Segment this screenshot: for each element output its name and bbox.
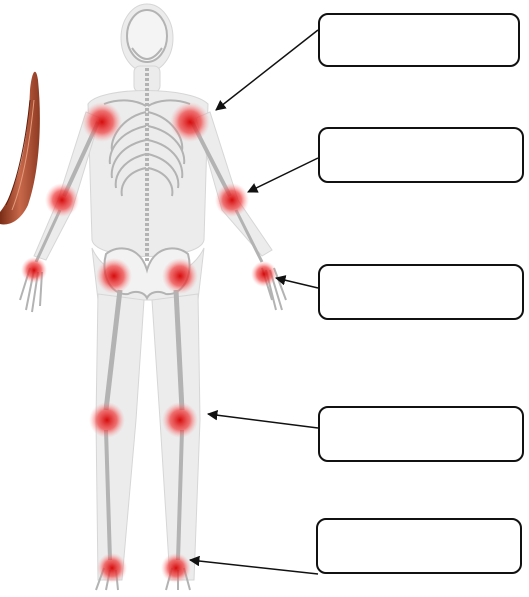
joint-hip-right [162,258,198,294]
label-box-knee[interactable] [318,406,524,462]
joint-knee-right [162,402,198,438]
joint-hip-left [96,258,132,294]
joint-knee-left [89,402,125,438]
label-box-elbow[interactable] [318,127,524,183]
skull [127,10,167,62]
pointer-arrows [190,30,318,574]
muscle-fragment-image [0,72,40,225]
arrow-wrist [276,278,318,288]
joint-shoulder-left [82,102,122,142]
label-box-shoulder[interactable] [318,13,520,67]
label-box-ankle[interactable] [316,518,522,574]
joint-ankle-right [161,553,191,583]
label-box-wrist[interactable] [318,264,524,320]
joint-wrist-left [21,257,47,283]
joint-shoulder-right [170,102,210,142]
arrow-ankle [190,560,318,574]
arrow-elbow [248,158,318,192]
arrow-knee [208,414,318,428]
arrow-shoulder [216,30,318,110]
joint-wrist-right [251,261,277,287]
joint-elbow-right [215,183,249,217]
joint-ankle-left [97,553,127,583]
joint-elbow-left [45,183,79,217]
